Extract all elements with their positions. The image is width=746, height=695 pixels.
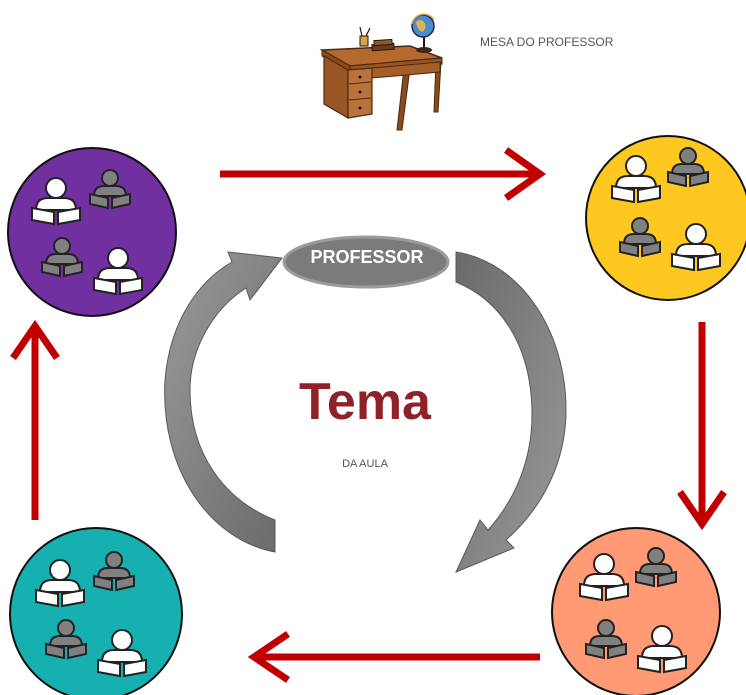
teacher-cycle-arrows bbox=[164, 251, 567, 573]
group-yellow bbox=[585, 135, 746, 301]
teacher-node bbox=[282, 235, 450, 289]
topic-subtitle: DA AULA bbox=[342, 458, 388, 470]
cycle-arrow-left bbox=[164, 251, 283, 553]
cycle-arrow-right bbox=[455, 251, 567, 573]
teacher-desk-icon bbox=[319, 13, 443, 131]
desk-label: MESA DO PROFESSOR bbox=[480, 35, 614, 49]
topic-title: Tema bbox=[299, 373, 431, 431]
group-purple bbox=[7, 147, 177, 317]
group-teal bbox=[9, 527, 183, 695]
group-salmon bbox=[551, 527, 721, 695]
rotation-arrows bbox=[10, 147, 727, 683]
teacher-label: PROFESSOR bbox=[310, 247, 424, 267]
